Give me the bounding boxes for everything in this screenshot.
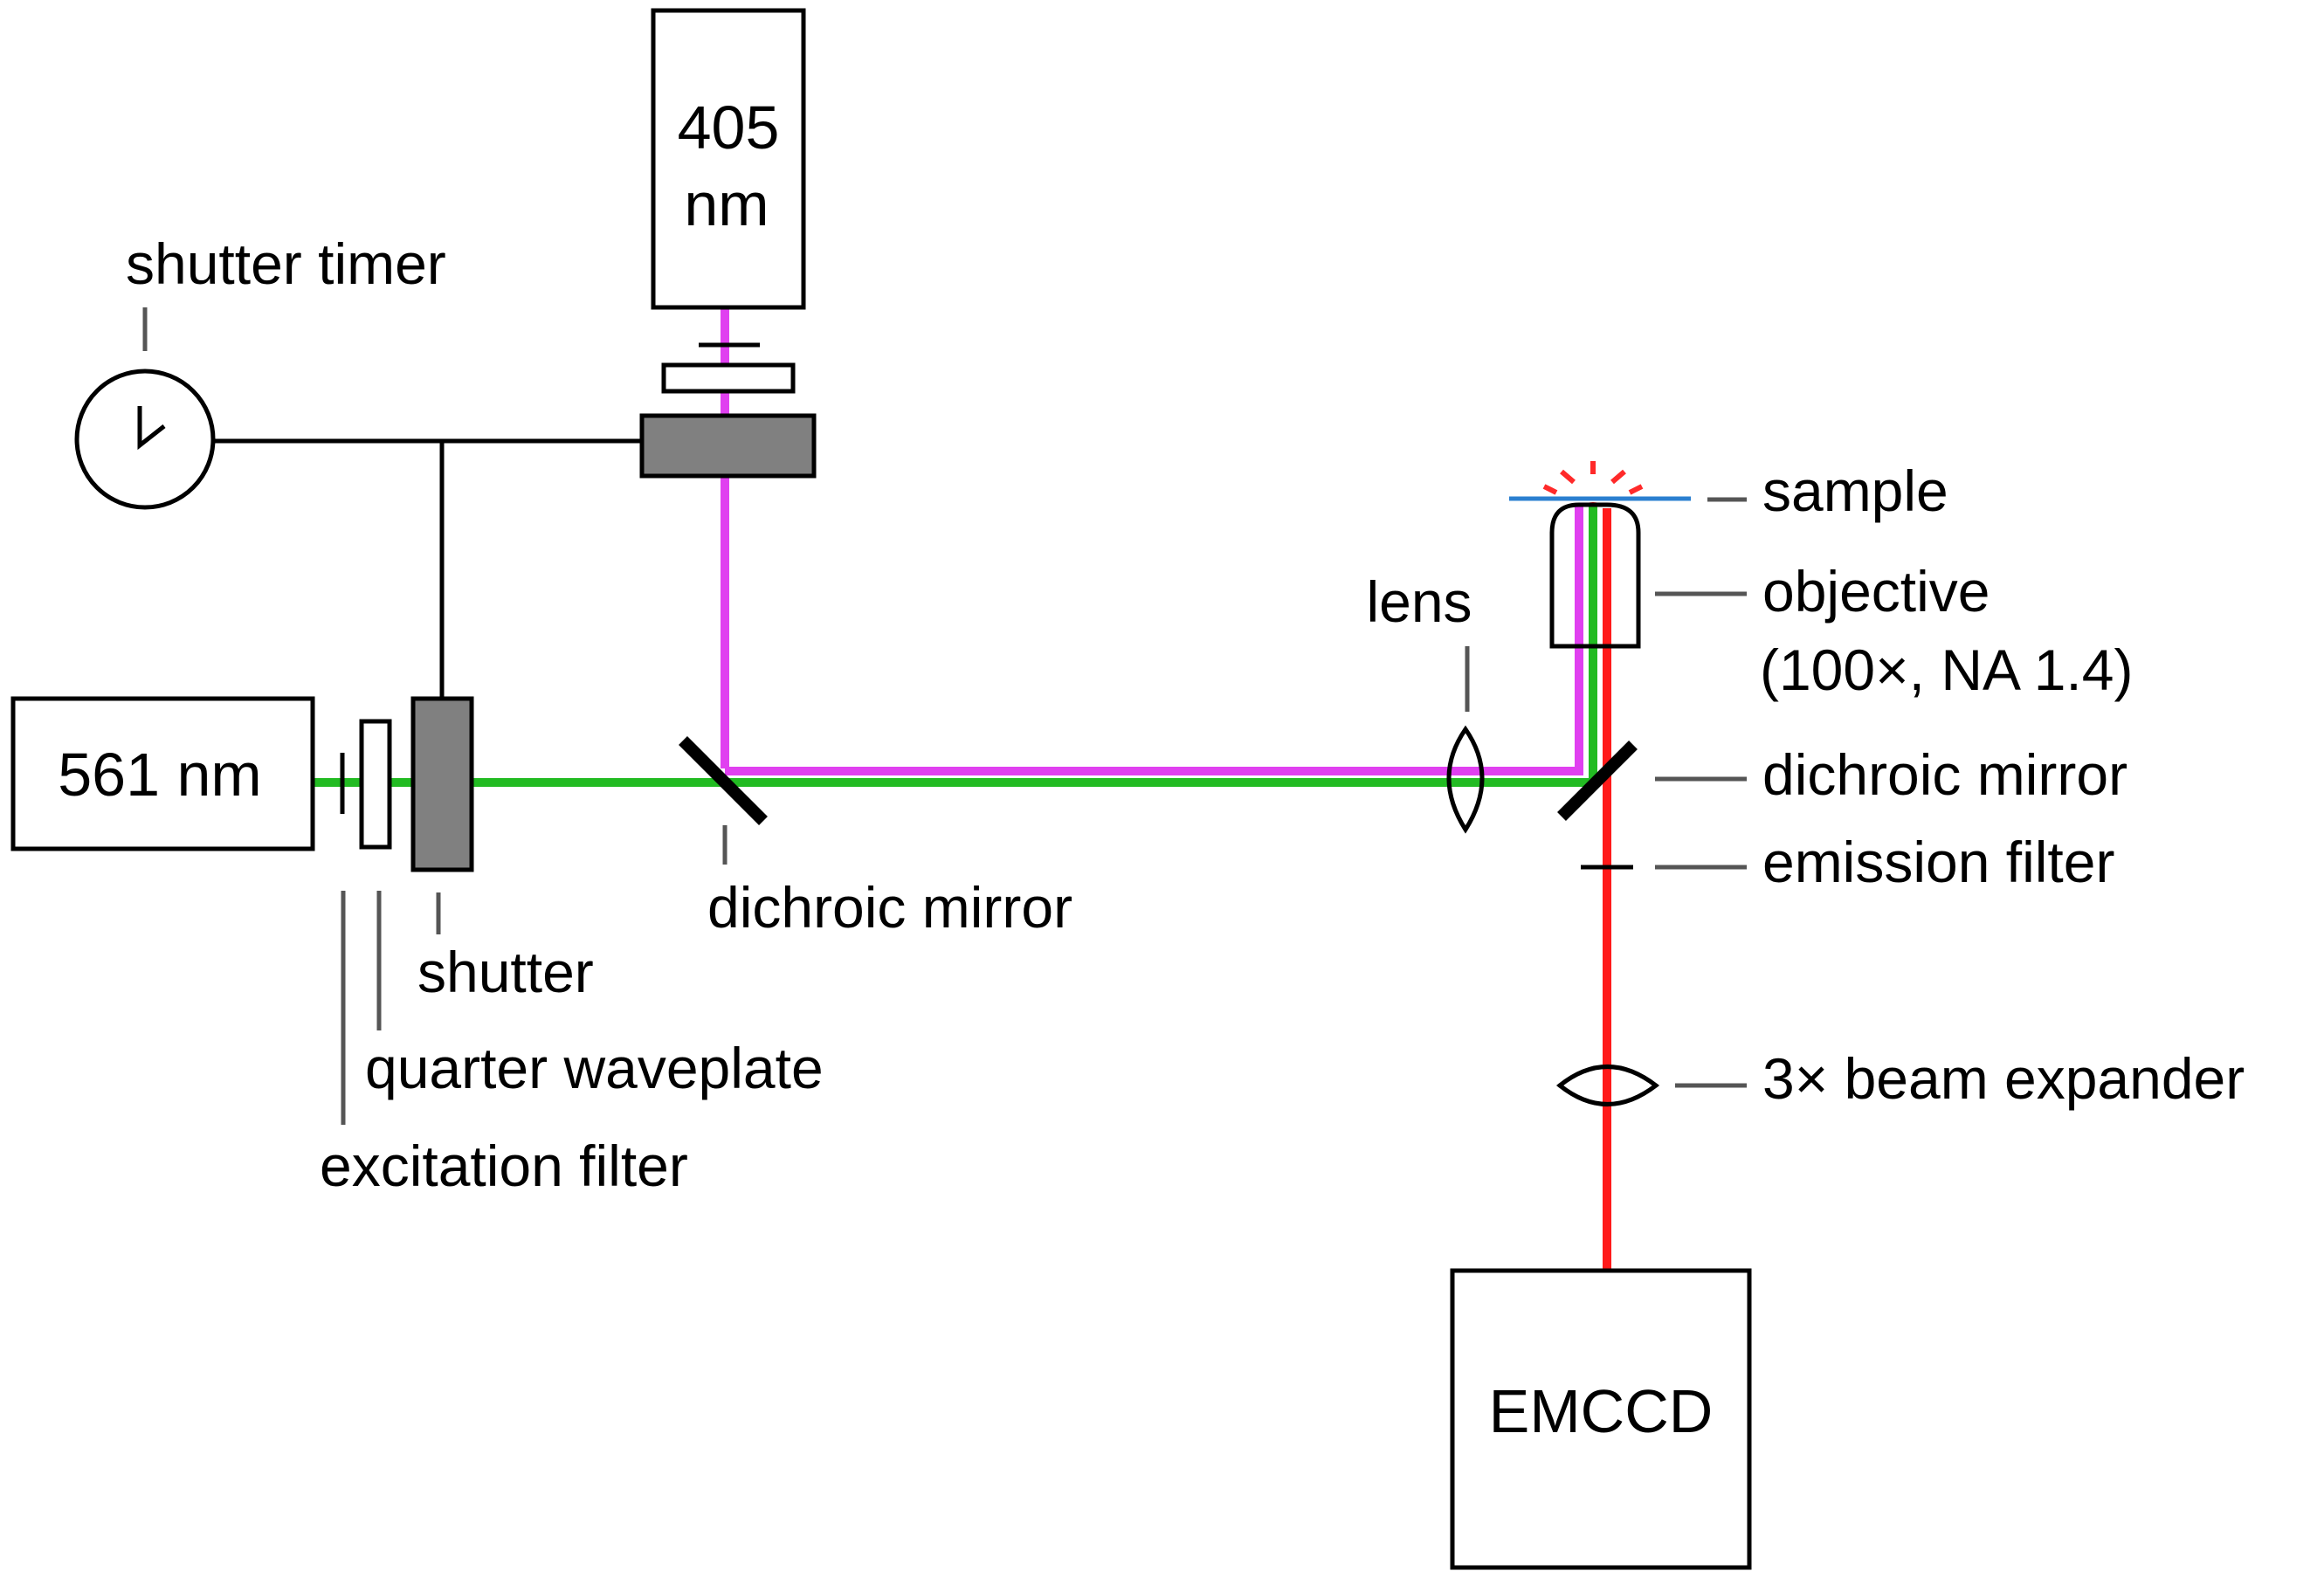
shutter-405 xyxy=(639,413,817,479)
label-sample: sample xyxy=(1762,458,1948,523)
label-objective-2: (100×, NA 1.4) xyxy=(1760,637,2133,702)
laser-405-box xyxy=(651,8,806,310)
dichroic-mirror-icon-1 xyxy=(679,736,768,825)
dichroic-mirror-icon-2 xyxy=(1557,741,1638,821)
shutter-561 xyxy=(410,696,474,872)
emccd-label: EMCCD xyxy=(1489,1377,1714,1445)
laser-561-label: 561 nm xyxy=(58,741,261,809)
objective-icon xyxy=(1549,502,1641,649)
label-shutter-timer: shutter timer xyxy=(126,231,446,296)
laser-405-label-1: 405 xyxy=(678,93,780,162)
laser-561-box xyxy=(10,696,315,851)
label-emission-filter: emission filter xyxy=(1762,830,2114,894)
quarter-waveplate-405 xyxy=(661,362,796,394)
emccd-box xyxy=(1450,1268,1752,1570)
label-dichroic-mirror-1: dichroic mirror xyxy=(707,875,1072,940)
label-lens: lens xyxy=(1366,569,1472,634)
label-quarter-waveplate: quarter waveplate xyxy=(365,1036,824,1100)
clock-hands xyxy=(137,406,166,451)
beam-expander-lens-icon xyxy=(1555,1065,1660,1106)
sample-fluorescence-icon xyxy=(1542,461,1644,495)
laser-405-label-2: nm xyxy=(684,170,769,238)
label-dichroic-mirror-2: dichroic mirror xyxy=(1762,742,2127,807)
quarter-waveplate-561 xyxy=(359,719,392,850)
label-shutter: shutter xyxy=(417,940,594,1004)
label-beam-expander: 3× beam expander xyxy=(1762,1046,2245,1111)
label-objective-1: objective xyxy=(1762,559,1990,624)
label-excitation-filter: excitation filter xyxy=(320,1134,688,1198)
biconvex-lens-icon xyxy=(1446,725,1485,834)
